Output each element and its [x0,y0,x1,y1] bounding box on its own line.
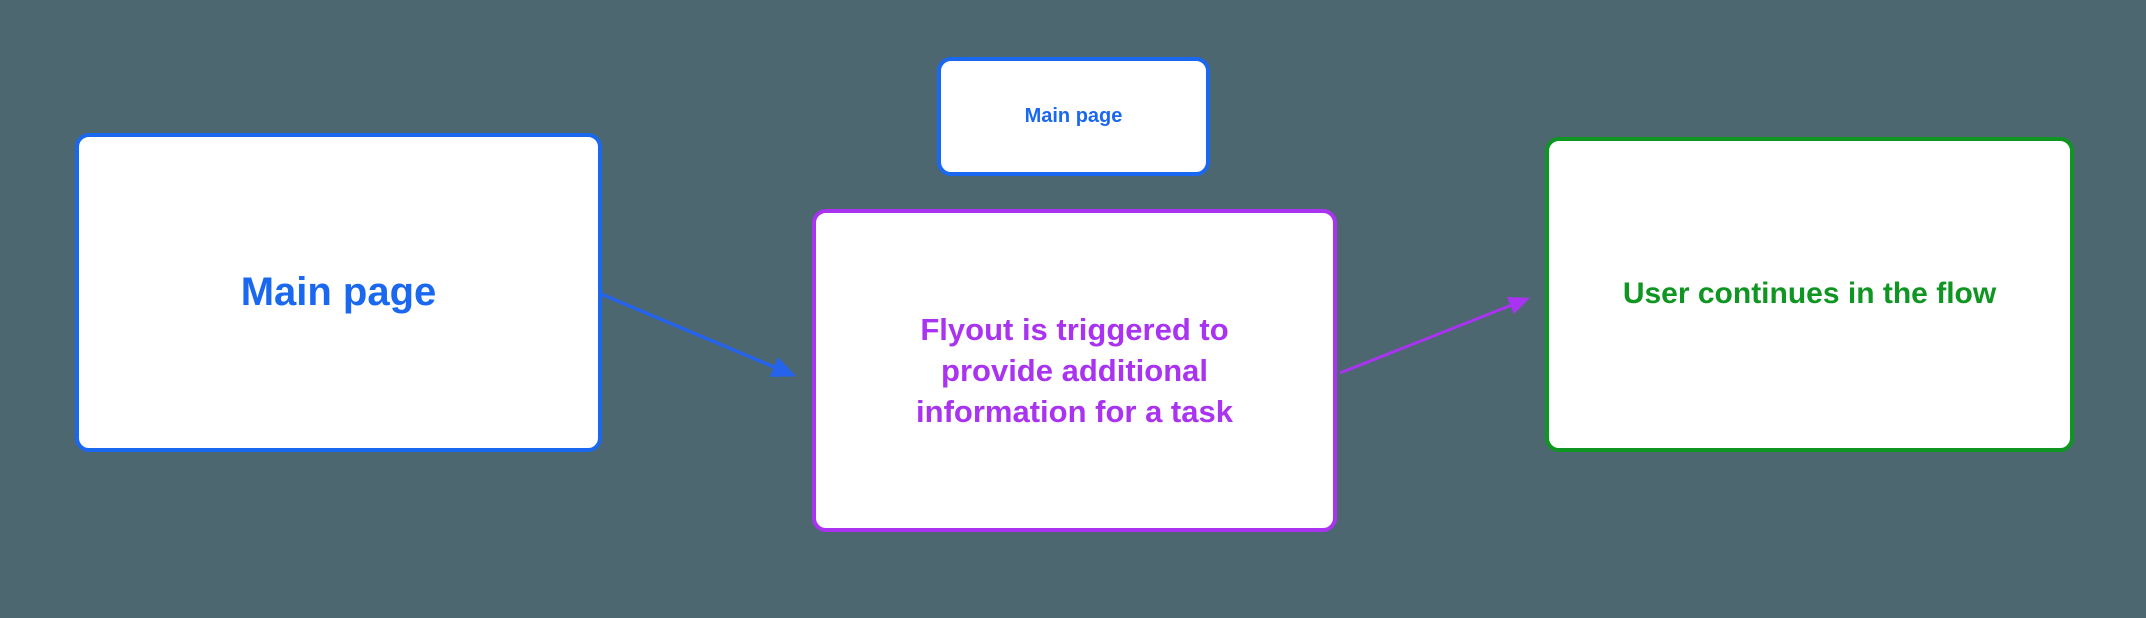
node-main-page-left[interactable]: Main page [75,133,602,452]
node-label-main-page-left: Main page [240,269,437,314]
node-main-page-top[interactable]: Main page [937,57,1210,176]
node-label-user-continues: User continues in the flow [1622,277,1997,311]
node-label-flyout-line-2: provide additional [941,352,1208,388]
node-label-flyout-line-3: information for a task [916,394,1233,430]
node-label-main-page-top: Main page [1024,104,1123,127]
arrow-main-page-to-flyout [600,292,797,377]
arrow-flyout-to-user-continues [1339,296,1530,375]
node-flyout[interactable]: Flyout is triggered to provide additiona… [812,209,1337,532]
node-label-flyout-line-1: Flyout is triggered to [920,311,1229,347]
node-user-continues[interactable]: User continues in the flow [1545,137,2074,452]
node-label-flyout: Flyout is triggered to provide additiona… [916,309,1233,433]
